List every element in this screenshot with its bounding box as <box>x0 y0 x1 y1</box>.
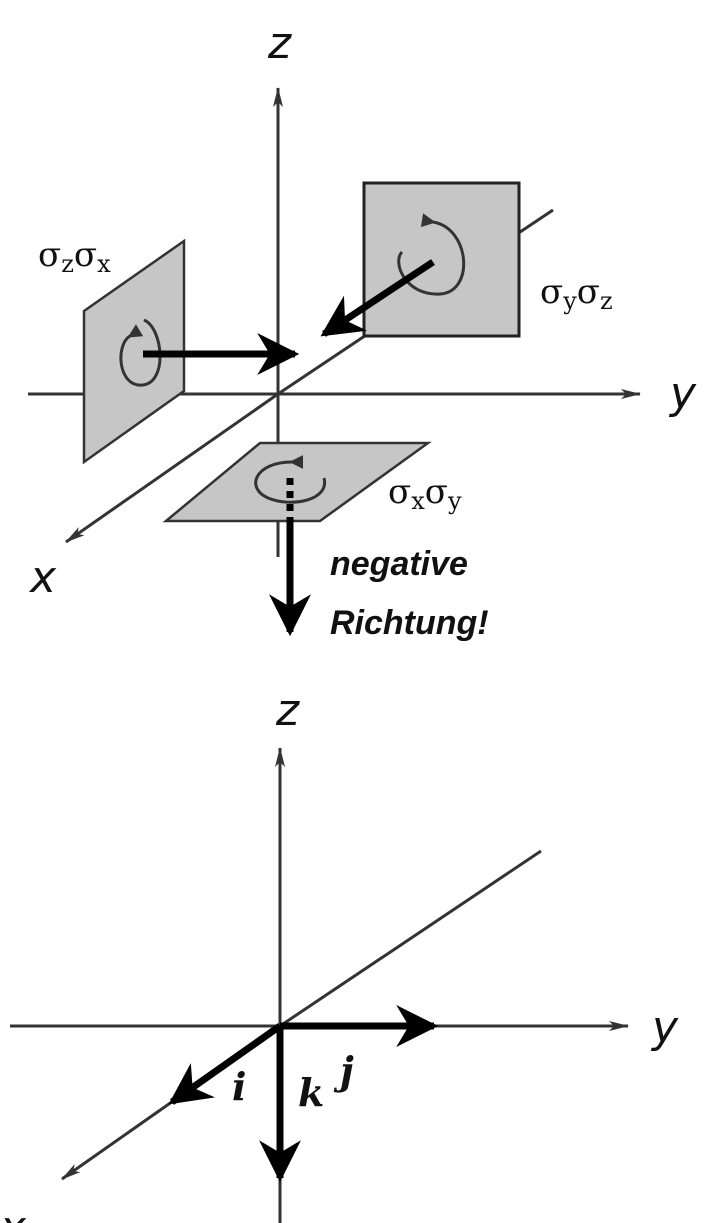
bottom-diagram: z y x i k j <box>0 685 679 1223</box>
unit-vector-i-label: i <box>232 1064 246 1109</box>
z-axis-label: z <box>267 18 292 69</box>
plane-yz-sub-1: y <box>562 287 577 315</box>
plane-zx-label: σzσx <box>38 235 111 278</box>
note-line-2: Richtung! <box>330 604 489 642</box>
plane-xy-sub-2: y <box>447 487 462 515</box>
plane-xy-sub-1: x <box>411 487 425 515</box>
y-axis-2-label: y <box>650 1002 679 1053</box>
plane-yz-sub-2: z <box>600 287 613 315</box>
plane-zx-sigma-2: σ <box>74 235 97 275</box>
x-axis <box>65 392 279 544</box>
plane-zx-sub-2: x <box>97 250 111 278</box>
plane-zx-sub-1: z <box>61 250 74 278</box>
plane-yz-sigma-1: σ <box>540 272 563 312</box>
plane-zx-sigma-1: σ <box>38 235 61 275</box>
x-axis-2-back <box>279 849 542 1028</box>
rotation-arrow-yz-icon <box>397 213 465 296</box>
plane-yz-sigma-2: σ <box>577 272 600 312</box>
z-axis-2-label: z <box>275 685 300 736</box>
note-line-1: negative <box>330 545 468 583</box>
normal-arrow-yz <box>320 259 435 337</box>
unit-vector-k-label: k <box>298 1070 324 1115</box>
unit-vector-i <box>168 1023 283 1105</box>
y-axis-label: y <box>668 368 697 419</box>
rotation-arrow-zx-icon <box>119 318 162 387</box>
plane-yz <box>362 181 521 338</box>
unit-vector-j-label: j <box>333 1048 354 1093</box>
plane-xy-sigma-2: σ <box>425 472 448 512</box>
x-axis-2-label: x <box>0 1202 27 1223</box>
plane-zx <box>82 238 186 465</box>
top-diagram: z y x σzσx σyσz σxσy negative Richtung! <box>28 18 697 642</box>
plane-xy-label: σxσy <box>388 472 462 515</box>
plane-xy-sigma-1: σ <box>388 472 411 512</box>
rotation-arrow-xy-icon <box>254 454 327 504</box>
plane-yz-label: σyσz <box>540 272 613 315</box>
x-axis-label: x <box>28 552 57 603</box>
plane-xy <box>162 441 432 523</box>
